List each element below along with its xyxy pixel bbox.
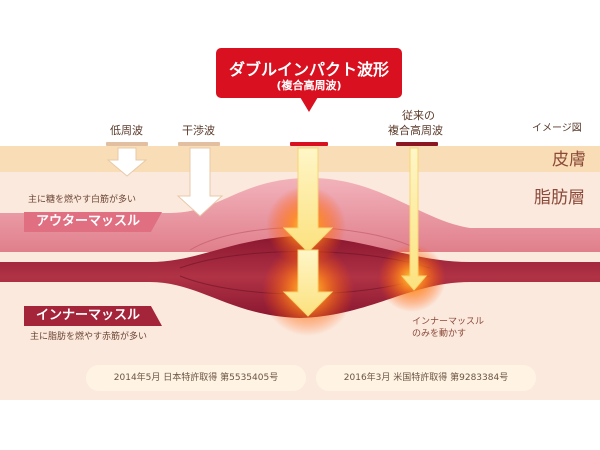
fat-layer-label: 脂肪層: [534, 188, 585, 208]
outer-muscle-note: 主に糖を燃やす白筋が多い: [28, 195, 137, 205]
low-frequency-probe: [106, 142, 148, 146]
callout-pointer: [300, 97, 318, 112]
inner-muscle-label: インナーマッスル: [36, 308, 141, 323]
background-bottom: [0, 400, 600, 450]
conventional-probe: [396, 142, 438, 146]
callout-title: ダブルインパクト波形: [228, 60, 389, 79]
double-impact-arrow-upper: [282, 147, 334, 253]
patent-japan: 2014年5月 日本特許取得 第5535405号: [86, 365, 306, 391]
inner-only-note-line2: のみを動かす: [412, 329, 467, 339]
double-impact-callout: ダブルインパクト波形 (複合高周波): [216, 48, 402, 98]
inner-only-note-line1: インナーマッスル: [412, 317, 485, 327]
interference-wave-arrow: [176, 147, 224, 217]
low-frequency-label: 低周波: [110, 124, 143, 137]
interference-label: 干渉波: [182, 124, 215, 137]
skin-label: 皮膚: [552, 150, 586, 170]
image-note-label: イメージ図: [532, 123, 582, 134]
low-frequency-arrow: [106, 147, 148, 177]
patent-us: 2016年3月 米国特許取得 第9283384号: [316, 365, 536, 391]
conventional-arrow: [400, 147, 428, 291]
inner-muscle-tag: インナーマッスル: [24, 306, 162, 326]
double-impact-probe: [290, 142, 328, 146]
conventional-label-line2: 複合高周波: [388, 124, 443, 137]
interference-probe: [178, 142, 220, 146]
callout-subtitle: (複合高周波): [276, 79, 342, 92]
inner-muscle-note: 主に脂肪を燃やす赤筋が多い: [30, 332, 148, 342]
double-impact-arrow-lower: [282, 249, 334, 317]
outer-muscle-tag: アウターマッスル: [24, 212, 162, 232]
conventional-label-line1: 従来の: [402, 109, 435, 122]
outer-muscle-label: アウターマッスル: [36, 214, 141, 229]
